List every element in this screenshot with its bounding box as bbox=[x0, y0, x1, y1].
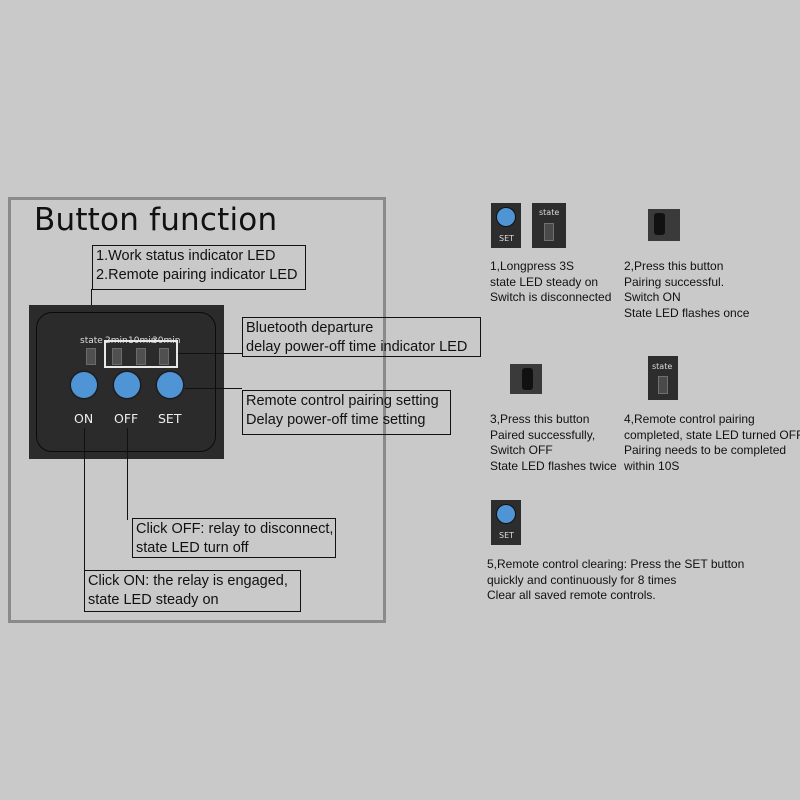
button-function-frame bbox=[8, 197, 386, 623]
step-1-text: 1,Longpress 3S state LED steady on Switc… bbox=[490, 259, 611, 306]
state-label: state bbox=[652, 362, 673, 371]
leader-line bbox=[178, 353, 242, 354]
step-line: within 10S bbox=[624, 458, 680, 473]
off-button-label: OFF bbox=[114, 411, 139, 426]
callout-line: state LED turn off bbox=[136, 540, 249, 556]
step-line: Pairing needs to be completed bbox=[624, 443, 787, 457]
set-button[interactable] bbox=[157, 372, 183, 398]
callout-led-indicators: 1.Work status indicator LED 2.Remote pai… bbox=[92, 245, 306, 290]
step-line: 5,Remote control clearing: Press the SET… bbox=[487, 557, 745, 571]
step-line: quickly and continuously for 8 times bbox=[487, 572, 677, 587]
leader-line bbox=[127, 428, 128, 520]
callout-line: Delay power-off time setting bbox=[246, 412, 426, 428]
timer-led-highlight bbox=[104, 340, 178, 368]
callout-line: 1.Work status indicator LED bbox=[96, 248, 276, 264]
callout-line: Remote control pairing setting bbox=[246, 393, 439, 409]
toggle-switch-icon bbox=[522, 368, 533, 390]
step-line: 2,Press this button bbox=[624, 259, 724, 273]
2min-led bbox=[112, 348, 122, 365]
state-label: state bbox=[539, 208, 560, 217]
state-led bbox=[86, 348, 96, 365]
callout-off-button: Click OFF: relay to disconnect, state LE… bbox=[132, 518, 336, 558]
state-led-thumbnail: state bbox=[532, 203, 566, 248]
on-button-label: ON bbox=[74, 411, 94, 426]
callout-set-button: Remote control pairing setting Delay pow… bbox=[242, 390, 451, 435]
step-line: State LED flashes twice bbox=[490, 458, 617, 473]
state-led-thumbnail: state bbox=[648, 356, 678, 400]
30min-led bbox=[159, 348, 169, 365]
step-line: Paired successfully, bbox=[490, 427, 596, 442]
switch-thumbnail bbox=[510, 364, 542, 394]
set-label: SET bbox=[499, 234, 515, 243]
step-line: Switch is disconnected bbox=[490, 290, 612, 304]
step-line: completed, state LED turned OFF bbox=[624, 427, 800, 442]
set-button-icon bbox=[497, 208, 515, 226]
callout-line: Click OFF: relay to disconnect, bbox=[136, 521, 334, 537]
callout-line: Click ON: the relay is engaged, bbox=[88, 573, 288, 589]
control-panel-bezel bbox=[36, 312, 216, 452]
set-button-label: SET bbox=[158, 411, 182, 426]
set-button-icon bbox=[497, 505, 515, 523]
step-line: Switch OFF bbox=[490, 443, 553, 457]
callout-line: state LED steady on bbox=[88, 592, 219, 608]
off-button[interactable] bbox=[114, 372, 140, 398]
toggle-switch-icon bbox=[654, 213, 665, 235]
switch-thumbnail bbox=[648, 209, 680, 241]
callout-bluetooth-delay: Bluetooth departure delay power-off time… bbox=[242, 317, 481, 357]
leader-line bbox=[84, 428, 85, 572]
step-4-text: 4,Remote control pairing completed, stat… bbox=[624, 412, 800, 474]
callout-line: delay power-off time indicator LED bbox=[246, 339, 468, 355]
state-led-icon bbox=[658, 376, 668, 394]
page-title: Button function bbox=[34, 202, 278, 238]
set-label: SET bbox=[499, 531, 515, 540]
step-line: Pairing successful. bbox=[624, 274, 725, 289]
callout-line: 2.Remote pairing indicator LED bbox=[96, 267, 298, 283]
leader-line bbox=[185, 388, 242, 389]
step-line: 4,Remote control pairing bbox=[624, 412, 755, 426]
callout-on-button: Click ON: the relay is engaged, state LE… bbox=[84, 570, 301, 612]
step-line: Clear all saved remote controls. bbox=[487, 588, 656, 602]
set-button-thumbnail: SET bbox=[491, 203, 521, 248]
step-line: Switch ON bbox=[624, 290, 681, 304]
step-line: state LED steady on bbox=[490, 274, 599, 289]
step-2-text: 2,Press this button Pairing successful. … bbox=[624, 259, 749, 321]
step-line: 1,Longpress 3S bbox=[490, 259, 575, 273]
state-led-icon bbox=[544, 223, 554, 241]
step-line: State LED flashes once bbox=[624, 305, 750, 320]
set-button-thumbnail: SET bbox=[491, 500, 521, 545]
step-3-text: 3,Press this button Paired successfully,… bbox=[490, 412, 617, 474]
10min-led bbox=[136, 348, 146, 365]
step-line: 3,Press this button bbox=[490, 412, 590, 426]
on-button[interactable] bbox=[71, 372, 97, 398]
state-led-label: state bbox=[80, 336, 103, 346]
callout-line: Bluetooth departure bbox=[246, 320, 374, 336]
step-5-text: 5,Remote control clearing: Press the SET… bbox=[487, 557, 744, 604]
